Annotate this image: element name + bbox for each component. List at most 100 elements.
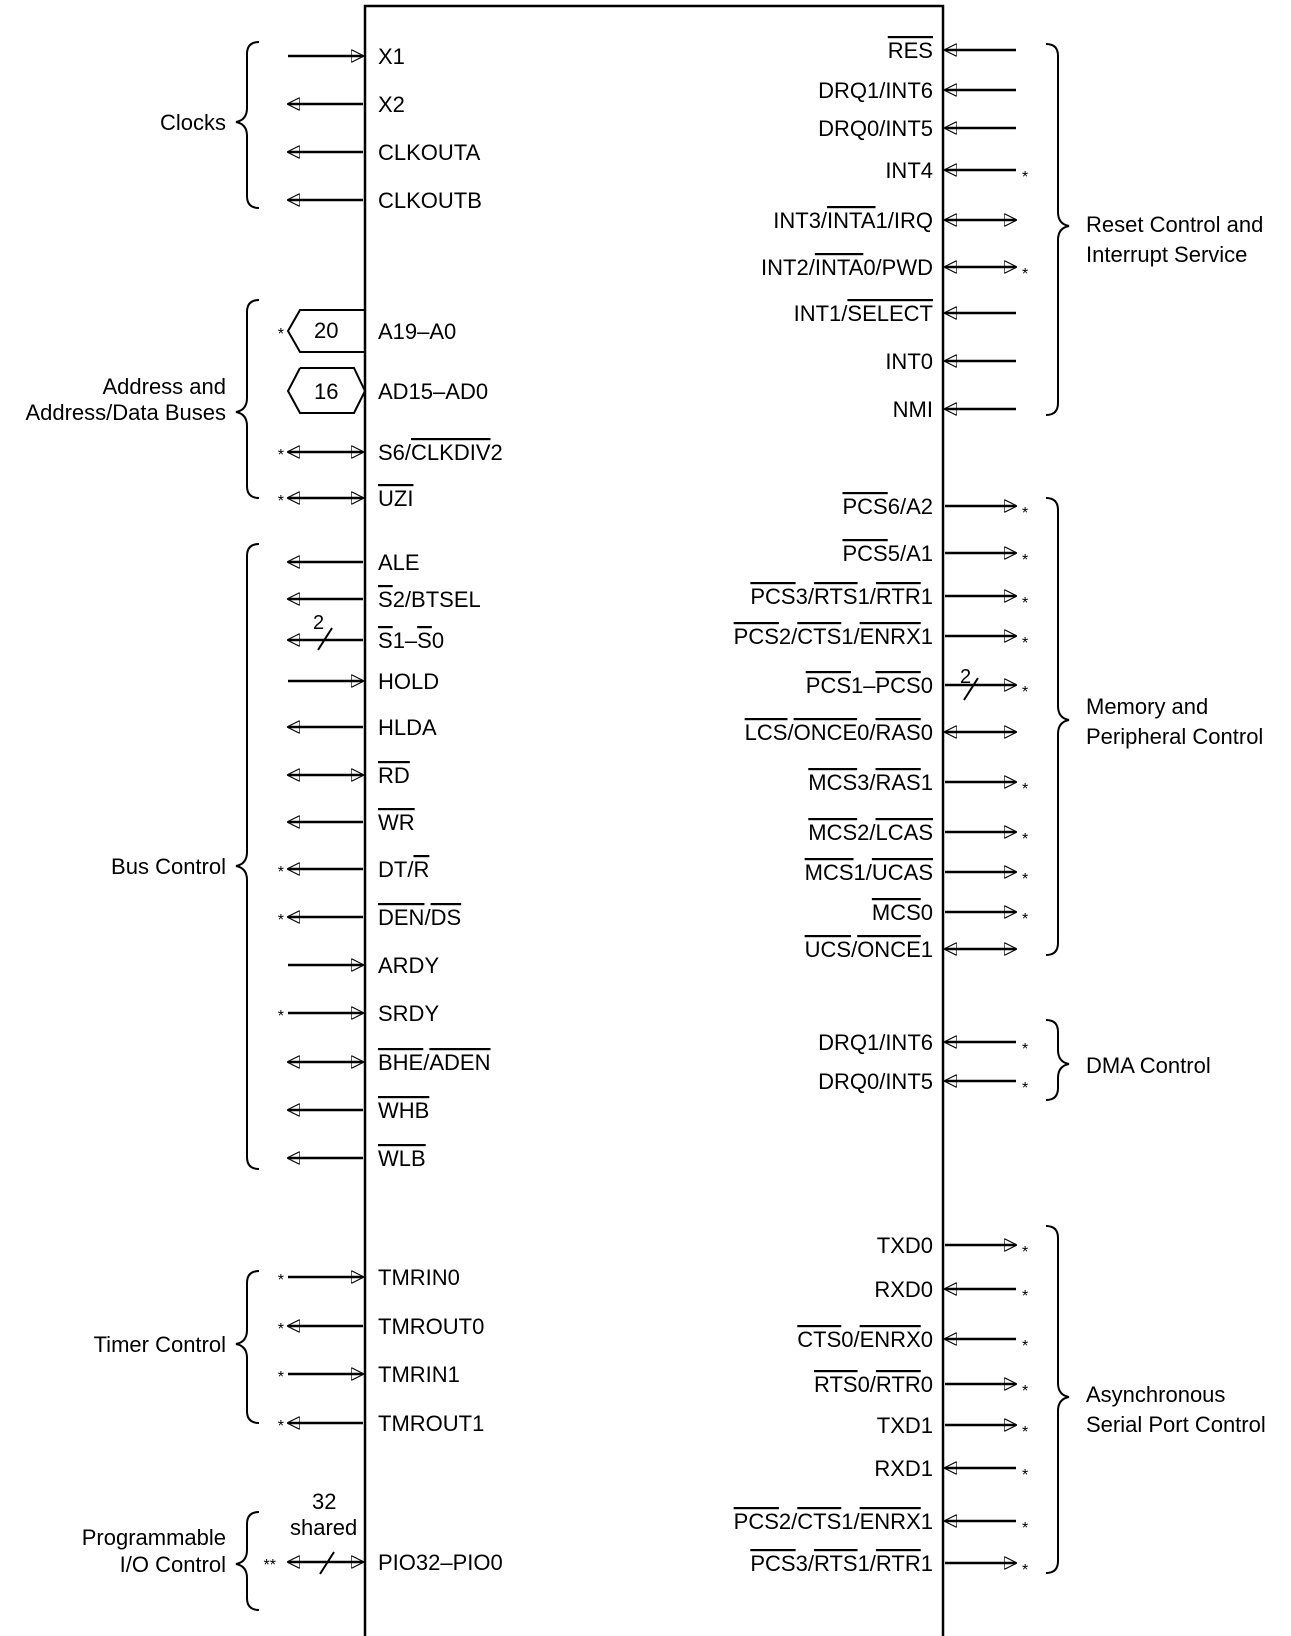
pin-label-segment: A19–A0: [378, 319, 456, 344]
right-pin-mcs3-ras1: MCS3/RAS1 *: [808, 770, 1028, 798]
right-pin-mcs0: MCS0*: [872, 900, 1028, 928]
pin-label-segment: CLKOUTA: [378, 140, 481, 165]
left-pin-rd: RD: [288, 763, 410, 788]
note-asterisk: *: [278, 1321, 284, 1338]
pin-label-segment: RTR: [876, 584, 921, 609]
right-pin-rts0-rtr0: RTS0/RTR0*: [814, 1372, 1028, 1400]
pcs1-pcs0-slash: 2: [960, 666, 979, 701]
pin-label-segment: 1–: [851, 673, 876, 698]
pin-label-segment: RD: [378, 763, 410, 788]
note-asterisk: *: [1022, 1467, 1028, 1484]
pin-label-segment: 1: [921, 937, 933, 962]
right-pin-drq0-int5: DRQ0/INT5: [818, 116, 1016, 141]
right-pin-label-21: DRQ0/INT5: [818, 1069, 933, 1094]
pin-label-segment: 5/A1: [888, 541, 933, 566]
pin-label-segment: TMRIN0: [378, 1265, 460, 1290]
a19-a0-bus-symbol: 20: [286, 309, 365, 353]
left-pin-label-12: HLDA: [378, 715, 437, 740]
pin-label-segment: MCS: [805, 860, 854, 885]
right-pin-mcs1-ucas: MCS1/UCAS *: [805, 860, 1029, 888]
right-pin-label-10: PCS5/A1: [842, 541, 933, 566]
left-pin-clkouta: CLKOUTA: [288, 140, 481, 165]
left-pin-label-2: CLKOUTA: [378, 140, 481, 165]
pin-label-segment: CTS: [797, 1509, 841, 1534]
pin-label-segment: 0/: [857, 720, 876, 745]
left-pin-label-18: SRDY: [378, 1001, 439, 1026]
pio-slash: 32 shared: [290, 1489, 357, 1575]
right-pin-label-4: INT3/INTA1/IRQ: [773, 208, 933, 233]
note-asterisk: *: [278, 1272, 284, 1289]
left-pin-label-14: WR: [378, 810, 415, 835]
right-pin-label-2: DRQ0/INT5: [818, 116, 933, 141]
pin-label-segment: LCAS: [876, 820, 933, 845]
pin-label-segment: BHE: [378, 1050, 423, 1075]
pin-label-segment: MCS: [808, 820, 857, 845]
pin-label-segment: 1/IRQ: [876, 208, 933, 233]
left-pin-den-ds: DEN/DS*: [278, 905, 461, 930]
pin-label-segment: AD15–AD0: [378, 379, 488, 404]
right-pins: RESDRQ1/INT6DRQ0/INT5INT4*INT3/INTA1/IRQ…: [734, 38, 1029, 1579]
pin-label-segment: ARDY: [378, 953, 439, 978]
pin-label-segment: 0/: [841, 1327, 860, 1352]
pin-label-segment: RXD1: [874, 1456, 933, 1481]
left-pin-label-0: X1: [378, 44, 405, 69]
note-asterisk: *: [1022, 871, 1028, 888]
right-pin-label-17: MCS1/UCAS: [805, 860, 933, 885]
left-pin-clkoutb: CLKOUTB: [288, 188, 482, 213]
pin-label-segment: RTS: [814, 584, 858, 609]
pin-label-segment: RTR: [876, 1372, 921, 1397]
right-pin-label-8: NMI: [893, 397, 933, 422]
group-async-2: Serial Port Control: [1086, 1412, 1266, 1437]
pin-label-segment: WLB: [378, 1146, 426, 1171]
note-asterisk: *: [278, 493, 284, 510]
pin-label-segment: DT/: [378, 857, 414, 882]
left-pin-hlda: HLDA: [288, 715, 437, 740]
pin-label-segment: RTS: [814, 1372, 858, 1397]
right-pin-int1-select: INT1/SELECT: [794, 301, 1016, 326]
left-pin-tmrin0: TMRIN0 *: [278, 1265, 460, 1290]
s1-s0-count: 2: [313, 612, 324, 634]
pin-label-segment: 3/: [857, 770, 876, 795]
note-asterisk: *: [278, 1369, 284, 1386]
group-async-1: Asynchronous: [1086, 1382, 1225, 1407]
left-pin-label-11: HOLD: [378, 669, 439, 694]
left-pin-uzi: UZI *: [278, 486, 414, 511]
note-asterisk: *: [1022, 505, 1028, 522]
pin-label-segment: 3/: [796, 584, 815, 609]
right-pin-label-15: MCS3/RAS1: [808, 770, 933, 795]
right-pin-label-5: INT2/INTA0/PWD: [761, 255, 933, 280]
left-pin-label-3: CLKOUTB: [378, 188, 482, 213]
pin-label-segment: X2: [378, 92, 405, 117]
note-asterisk: *: [1022, 552, 1028, 569]
note-asterisk: *: [1022, 1520, 1028, 1537]
pin-label-segment: INTA: [815, 255, 864, 280]
pin-label-segment: /: [424, 905, 431, 930]
group-memory-1: Memory and: [1086, 694, 1208, 719]
note-asterisk: *: [278, 447, 284, 464]
note-asterisk: *: [1022, 781, 1028, 798]
right-pin-label-3: INT4: [885, 158, 933, 183]
note-asterisk: *: [1022, 1244, 1028, 1261]
pin-label-segment: 1/: [841, 624, 860, 649]
left-pin-x2: X2: [288, 92, 405, 117]
pin-label-segment: 2/BTSEL: [393, 587, 481, 612]
pin-label-segment: 0: [921, 900, 933, 925]
group-pio-2: I/O Control: [120, 1552, 226, 1577]
pin-label-segment: 6/A2: [888, 494, 933, 519]
pin-label-segment: INT0: [885, 349, 933, 374]
left-pin-label-24: TMRIN1: [378, 1362, 460, 1387]
left-pin-ad15-ad0: AD15–AD0: [378, 379, 488, 404]
left-pin-label-20: WHB: [378, 1098, 429, 1123]
pin-label-segment: RTS: [814, 1551, 858, 1576]
pin-label-segment: 1: [921, 770, 933, 795]
right-pin-lcs-once0-ras0: LCS/ONCE0/RAS0: [745, 720, 1016, 745]
pin-label-segment: 1/: [841, 1509, 860, 1534]
left-pin-s2-btsel: S2/BTSEL: [288, 587, 481, 612]
right-pin-label-12: PCS2/CTS1/ENRX1: [734, 624, 933, 649]
note-asterisk: *: [278, 326, 284, 343]
left-pin-label-15: DT/R: [378, 857, 429, 882]
pin-label-segment: UZI: [378, 486, 413, 511]
pin-label-segment: TXD1: [877, 1413, 933, 1438]
pin-label-segment: PCS: [750, 584, 795, 609]
